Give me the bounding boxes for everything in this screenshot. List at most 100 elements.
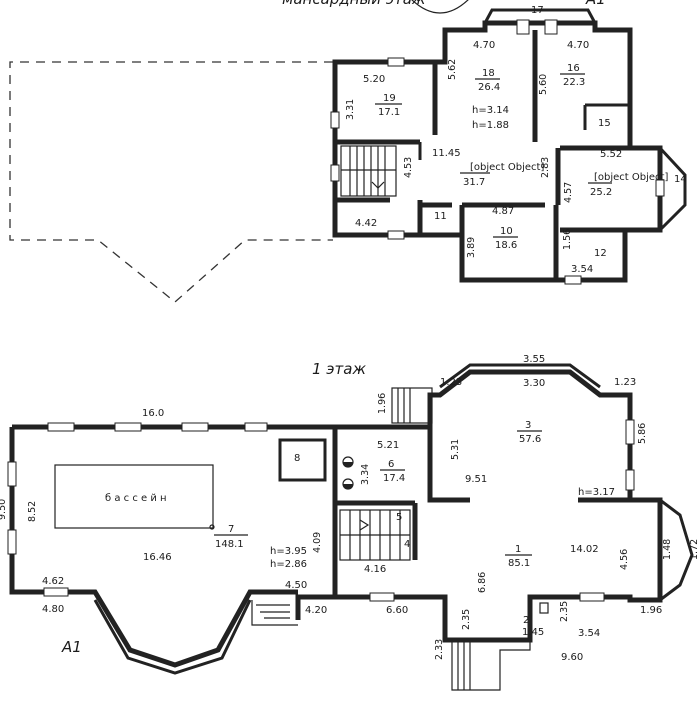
dim-ground-1-48: 1.48 [662, 539, 673, 560]
upper-right-bay [658, 146, 687, 232]
dim-upper-4-42: 4.42 [355, 218, 377, 229]
dim-upper-5-20: 5.20 [363, 74, 385, 85]
dim-ground-9-60: 9.60 [561, 652, 583, 663]
upper-top-bay [483, 8, 597, 24]
room-2-fixture [539, 602, 549, 614]
room-12-number: 12 [594, 248, 607, 259]
dim-ground-8-52: 8.52 [27, 501, 38, 522]
dim-upper-4-70-left: 4.70 [473, 40, 495, 51]
pool-ladder-marker [209, 524, 215, 530]
ground-porch-top [391, 387, 433, 424]
dim-upper-4-53: 4.53 [403, 157, 414, 178]
dim-ground-1-96-right: 1.96 [640, 605, 662, 616]
dim-ground-4-62: 4.62 [42, 576, 64, 587]
dim-upper-5-52: 5.52 [600, 149, 622, 160]
ground-staircase [339, 509, 411, 561]
dim-ground-16-46: 16.46 [143, 552, 172, 563]
room-9-area: 31.7 [463, 177, 485, 188]
ground-inner-walls [335, 424, 630, 640]
room-2-number: 2 [523, 615, 529, 626]
upper-staircase [340, 145, 397, 197]
room-9-number: [object Object] [470, 162, 544, 173]
room-7-number: 7 [228, 524, 234, 535]
upper-floor-title: мансардный этаж [282, 0, 426, 8]
upper-floor: мансардный этаж А1 [9, 0, 687, 303]
dim-ground-1-72: 1.72 [689, 539, 700, 560]
ground-floor: 1 этаж б а с с е й н 8 [0, 354, 700, 691]
upper-corner-label: А1 [585, 0, 606, 8]
room-10-number: 10 [500, 226, 513, 237]
stamp-arc [411, 0, 469, 14]
room-6-area: 17.4 [383, 473, 405, 484]
dim-ground-3-54: 3.54 [578, 628, 600, 639]
dim-ground-5-31: 5.31 [450, 439, 461, 460]
height-h314: h=3.14 [472, 105, 509, 116]
dim-ground-2-33: 2.33 [434, 639, 445, 660]
room-1-number: 1 [515, 544, 521, 555]
height-h395: h=3.95 [270, 546, 307, 557]
dim-ground-4-20: 4.20 [305, 605, 327, 616]
ground-outer-wall-center [332, 369, 663, 643]
dim-ground-1-23-left: 1.23 [440, 377, 462, 388]
room-15-number: 15 [598, 118, 611, 129]
room-13-number: [object Object] [594, 172, 668, 183]
dim-upper-2-83: 2.83 [540, 157, 551, 178]
ground-porch-left [251, 600, 298, 626]
dim-ground-4-16: 4.16 [364, 564, 386, 575]
dim-upper-5-62: 5.62 [447, 59, 458, 80]
dim-ground-6-86: 6.86 [477, 572, 488, 593]
height-h286: h=2.86 [270, 559, 307, 570]
dim-ground-14-02: 14.02 [570, 544, 599, 555]
room-17-number: 17 [531, 5, 544, 16]
room-3-area: 57.6 [519, 434, 541, 445]
dim-upper-4-57: 4.57 [563, 182, 574, 203]
dim-ground-3-34: 3.34 [360, 464, 371, 485]
room-18-area: 26.4 [478, 82, 500, 93]
dim-upper-1-56: 1.56 [562, 229, 573, 250]
room-8-box [278, 438, 327, 482]
room-18-number: 18 [482, 68, 495, 79]
room-11-number: 11 [434, 211, 447, 222]
room-19-number: 19 [383, 93, 396, 104]
dim-ground-9-50: 9.50 [0, 499, 8, 520]
room-3-number: 3 [525, 420, 531, 431]
dim-upper-3-31: 3.31 [345, 99, 356, 120]
dim-ground-4-09: 4.09 [312, 532, 323, 553]
ground-floor-title: 1 этаж [312, 360, 366, 378]
upper-windows [330, 19, 665, 285]
dim-ground-9-51: 9.51 [465, 474, 487, 485]
boiler-icon-fill [343, 462, 353, 467]
dim-ground-4-80: 4.80 [42, 604, 64, 615]
dim-upper-5-60: 5.60 [538, 74, 549, 95]
room-4-number: 4 [404, 539, 410, 550]
room-7-area: 148.1 [215, 539, 244, 550]
dim-ground-3-30: 3.30 [523, 378, 545, 389]
dim-ground-1-45: 1.45 [522, 627, 544, 638]
room-8-number: 8 [294, 453, 300, 464]
pool [54, 464, 214, 529]
dim-upper-3-54: 3.54 [571, 264, 593, 275]
ground-top-bay [439, 363, 601, 389]
dim-ground-2-35-left: 2.35 [461, 609, 472, 630]
dim-upper-4-70-right: 4.70 [567, 40, 589, 51]
dim-upper-4-87: 4.87 [492, 206, 514, 217]
room-1-area: 85.1 [508, 558, 530, 569]
room-5-number: 5 [396, 512, 402, 523]
heater-icon-fill [343, 484, 353, 489]
dim-ground-3-55: 3.55 [523, 354, 545, 365]
dim-upper-11-45: 11.45 [432, 148, 461, 159]
ground-windows [7, 419, 635, 602]
dim-ground-6-60: 6.60 [386, 605, 408, 616]
dim-ground-5-86: 5.86 [637, 423, 648, 444]
dim-ground-4-56: 4.56 [619, 549, 630, 570]
room-19-area: 17.1 [378, 107, 400, 118]
room-16-area: 22.3 [563, 77, 585, 88]
height-h188: h=1.88 [472, 120, 509, 131]
dim-ground-1-23-right: 1.23 [614, 377, 636, 388]
dim-ground-5-21: 5.21 [377, 440, 399, 451]
height-h317: h=3.17 [578, 487, 615, 498]
room-16-number: 16 [567, 63, 580, 74]
dim-ground-2-35-right: 2.35 [559, 601, 570, 622]
dashed-roof-outline [9, 61, 333, 303]
